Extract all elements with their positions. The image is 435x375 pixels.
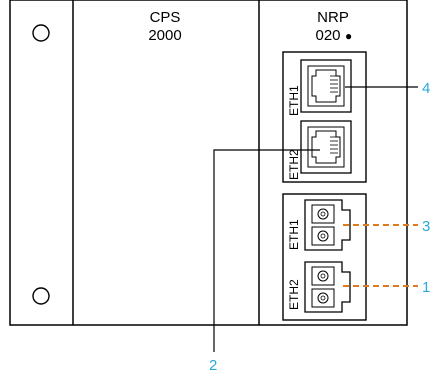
leader-line-2 — [213, 149, 320, 352]
fiber-lc-connector-icon — [304, 199, 351, 251]
copper-eth1-label: ETH1 — [287, 85, 301, 116]
fiber-port-eth2: ETH2 — [287, 261, 351, 313]
callout-1: 1 — [422, 279, 430, 296]
callout-4: 4 — [422, 80, 430, 97]
rack-frame — [9, 0, 408, 326]
callout-3: 3 — [422, 218, 430, 235]
fiber-port-block — [282, 193, 367, 321]
rj45-jack-icon — [300, 120, 352, 174]
nrp-label-line1: NRP — [317, 9, 349, 26]
rj45-jack-icon — [300, 59, 352, 113]
mounting-hole-bottom — [32, 287, 50, 305]
copper-eth2-label: ETH2 — [287, 149, 301, 180]
copper-port-eth2: ETH2 — [287, 120, 352, 180]
nrp-label-line2: 020 — [315, 27, 340, 44]
copper-port-eth1: ETH1 — [287, 59, 352, 116]
nrp-status-bullet: ● — [345, 29, 352, 43]
cps-label-line1: CPS — [150, 9, 181, 26]
fiber-lc-connector-icon — [304, 261, 351, 313]
cps-label-line2: 2000 — [148, 27, 181, 44]
callout-2: 2 — [209, 357, 217, 374]
fiber-port-eth1: ETH1 — [287, 199, 351, 251]
copper-port-block — [282, 51, 367, 183]
fiber-eth2-label: ETH2 — [287, 279, 301, 310]
mounting-hole-top — [32, 24, 50, 42]
fiber-eth1-label: ETH1 — [287, 219, 301, 250]
